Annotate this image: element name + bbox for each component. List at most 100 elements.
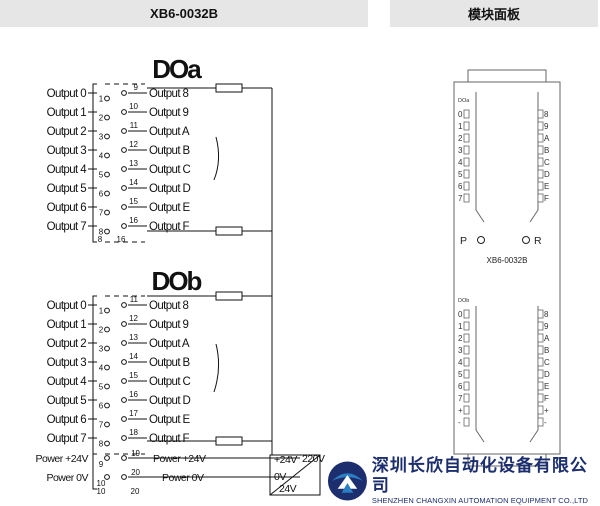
supply-box (269, 454, 321, 496)
pin-number-right: 13 (129, 159, 138, 168)
dob-led-left (463, 393, 470, 403)
load-resistor-bottom (215, 436, 243, 446)
doa-led-right (537, 145, 544, 155)
dob-channel-right: 8 (544, 310, 549, 319)
terminal-left (104, 209, 110, 216)
pin-number-right: 11 (130, 295, 139, 304)
group-name-DOb: DOb (152, 266, 202, 296)
dob-channel-left: 4 (458, 358, 463, 367)
dob-led-right (537, 333, 544, 343)
dob-led-right (537, 369, 544, 379)
pin-number-right: 15 (129, 371, 138, 380)
terminal-right (121, 204, 127, 210)
output-label-left: Output 1 (47, 107, 87, 119)
dob-channel-left: 3 (458, 346, 463, 355)
doa-channel-right: C (544, 158, 550, 167)
dob-channel-left: 1 (458, 322, 463, 331)
supply-dc-label: 24V (279, 483, 297, 495)
supply-ac-label: 220V (302, 453, 325, 465)
doa-led-left (463, 133, 470, 143)
terminal-left (104, 152, 110, 159)
terminal-left (104, 421, 110, 428)
output-label-left: Output 7 (47, 221, 87, 233)
dob-led-left (463, 357, 470, 367)
power-label-left: Power +24V (36, 453, 89, 465)
continuation-brace (213, 343, 220, 393)
dob-led-left (463, 345, 470, 355)
terminal-left (104, 345, 110, 352)
pin-number-right: 11 (130, 121, 139, 130)
doa-channel-right: D (544, 170, 550, 179)
module-panel-header: 模块面板 (390, 0, 598, 27)
pin-number-left: 8 (99, 440, 104, 449)
terminal-right (121, 340, 127, 346)
pin-number-right: 10 (129, 102, 138, 111)
output-label-left: Output 4 (47, 164, 88, 176)
terminal-left (104, 228, 110, 235)
dob-led-left (463, 333, 470, 343)
terminal-right (121, 302, 127, 308)
terminal-left (104, 326, 110, 333)
power-pin-right: 20 (131, 468, 140, 477)
terminal-right (121, 378, 127, 384)
pin-number-left: 6 (99, 402, 104, 411)
pin-number-right: 12 (129, 140, 138, 149)
dob-led-left (463, 381, 470, 391)
panel-p-label: P (460, 235, 467, 247)
doa-channel-left: 5 (458, 170, 463, 179)
power-terminal-right (121, 474, 127, 480)
pin-number-right: 14 (129, 178, 138, 187)
dob-channel-right: A (544, 334, 550, 343)
pin-number-right: 15 (129, 197, 138, 206)
output-label-right: Output F (149, 221, 190, 233)
terminal-left (104, 171, 110, 178)
pin-number-left: 7 (99, 209, 104, 218)
dob-led-left (463, 309, 470, 319)
doa-led-right (537, 109, 544, 119)
terminal-left (104, 440, 110, 447)
terminal-right (121, 435, 127, 441)
doa-channel-right: F (544, 194, 549, 203)
pin-number-right: 13 (129, 333, 138, 342)
terminal-left (104, 307, 110, 314)
pin-number-right: 9 (134, 83, 139, 92)
power-pin-left: 10 (97, 479, 106, 488)
terminal-right (121, 128, 127, 134)
pin-number-left: 8 (99, 228, 104, 237)
panel-power-mark-right: - (544, 418, 547, 427)
pin-number-right: 16 (129, 216, 138, 225)
pin-number-end: 20 (131, 487, 140, 496)
pin-number-left: 6 (99, 190, 104, 199)
panel-power-led-left (463, 405, 470, 415)
pin-number-right: 14 (129, 352, 138, 361)
output-label-left: Output 2 (47, 126, 87, 138)
pin-number-left: 3 (99, 133, 104, 142)
panel-guide-right (529, 92, 539, 223)
doa-led-left (463, 145, 470, 155)
terminal-left (104, 190, 110, 197)
dob-channel-right: E (544, 382, 549, 391)
doa-channel-right: 9 (544, 122, 549, 131)
panel-r-label: R (534, 235, 542, 247)
panel-title: 模块面板 (467, 7, 520, 22)
module-panel-bottom-tab (467, 453, 547, 467)
pin-number-left: 4 (99, 152, 104, 161)
dob-channel-right: F (544, 394, 549, 403)
dob-channel-right: D (544, 370, 550, 379)
dob-channel-left: 6 (458, 382, 463, 391)
pin-number-left: 2 (99, 326, 104, 335)
doa-channel-left: 2 (458, 134, 463, 143)
output-label-right: Output 8 (149, 88, 189, 100)
output-label-left: Output 5 (47, 183, 87, 195)
output-label-right: Output D (149, 395, 191, 407)
terminal-left (104, 133, 110, 140)
power-terminal-right (121, 455, 127, 461)
output-label-left: Output 0 (47, 300, 87, 312)
terminal-right (121, 359, 127, 365)
doa-led-left (463, 109, 470, 119)
panel-group-label: DOa (458, 98, 470, 104)
wiring-title: XB6-0032B (150, 6, 218, 21)
company-name-cn: 深圳长欣自动化设备有限公司 (371, 455, 588, 496)
doa-channel-right: E (544, 182, 549, 191)
